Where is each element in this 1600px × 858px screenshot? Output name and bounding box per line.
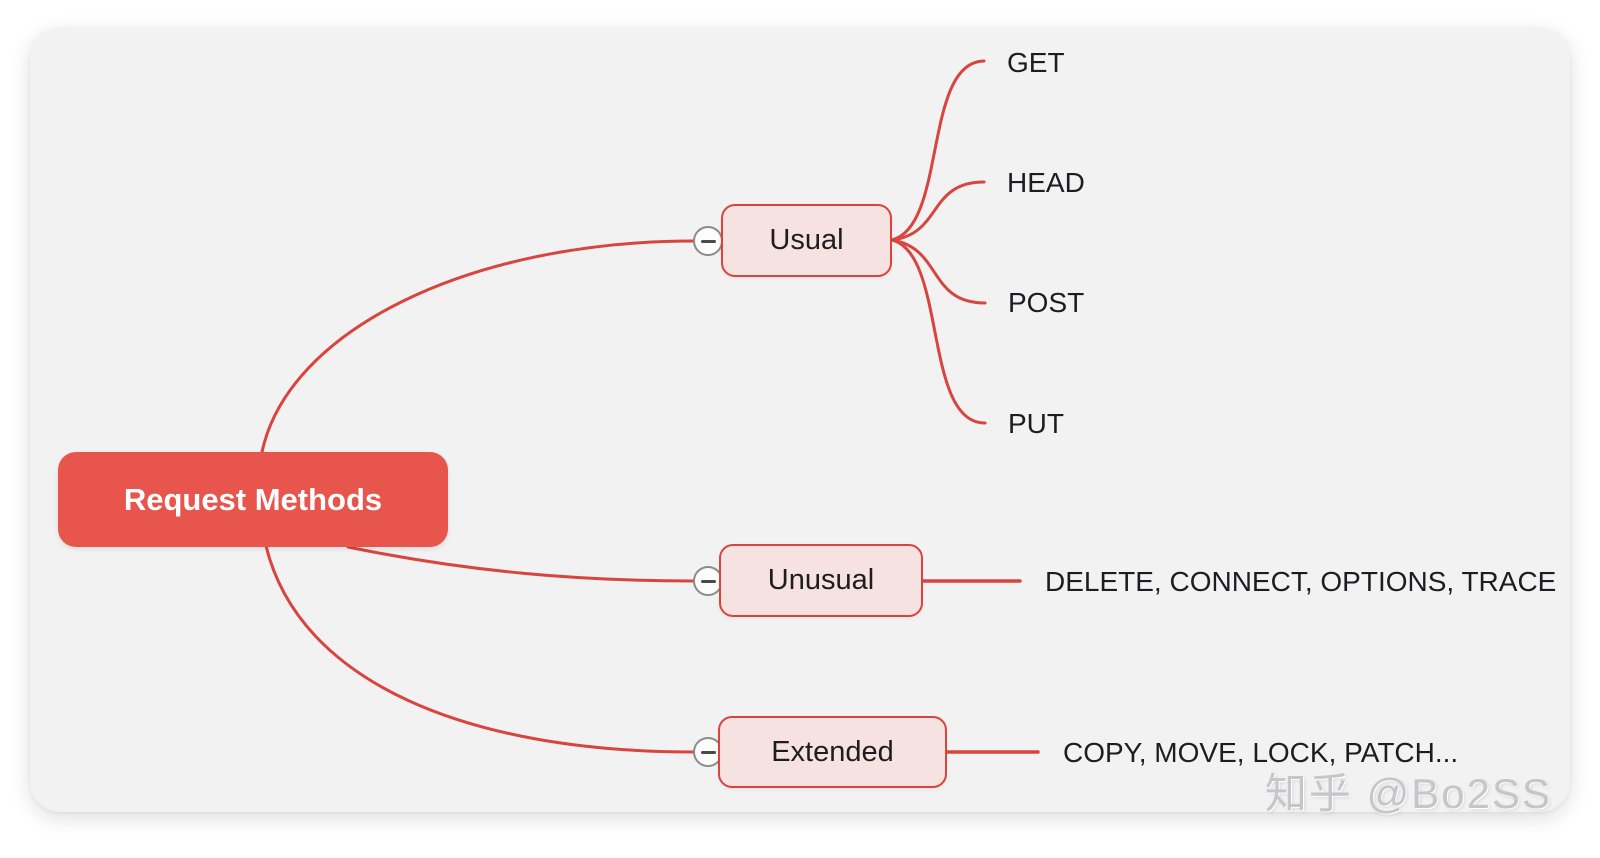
collapse-button-usual[interactable] [693, 226, 723, 256]
minus-icon [700, 579, 716, 583]
minus-icon [700, 239, 716, 243]
leaf-node-put[interactable]: PUT [1008, 408, 1064, 439]
leaf-node-get[interactable]: GET [1007, 47, 1065, 78]
branch-node-unusual[interactable]: Unusual [719, 544, 923, 617]
leaf-node-unusual-methods[interactable]: DELETE, CONNECT, OPTIONS, TRACE [1045, 566, 1557, 597]
branch-node-usual[interactable]: Usual [721, 204, 892, 277]
minus-icon [700, 750, 716, 754]
leaf-node-head[interactable]: HEAD [1007, 167, 1085, 198]
leaf-node-post[interactable]: POST [1008, 287, 1085, 318]
leaf-node-extended-methods[interactable]: COPY, MOVE, LOCK, PATCH... [1063, 737, 1459, 768]
root-node-request-methods[interactable]: Request Methods [58, 452, 448, 547]
watermark-zhihu: 知乎 @Bo2SS [1264, 770, 1552, 817]
mindmap-canvas [30, 28, 1570, 812]
branch-node-extended[interactable]: Extended [718, 716, 947, 788]
